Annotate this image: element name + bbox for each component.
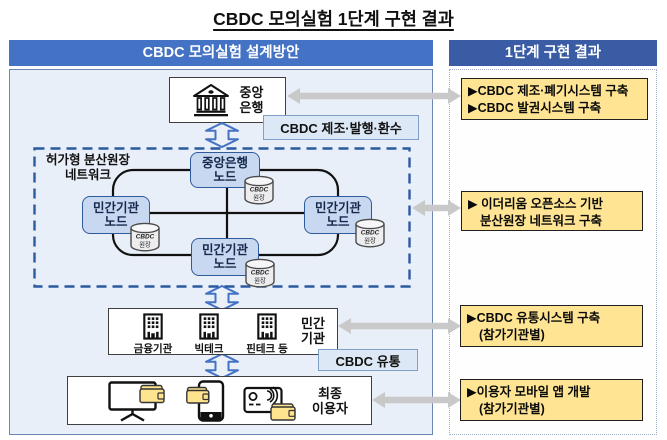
phone-wallet-icon xyxy=(186,380,228,423)
end-user-label: 최종 이용자 xyxy=(312,386,348,417)
private-sector-label: 민간 기관 xyxy=(301,316,325,347)
member-label: 금융기관 xyxy=(133,343,173,355)
end-user-box: 최종 이용자 xyxy=(67,376,372,425)
svg-text:원장: 원장 xyxy=(364,236,376,245)
svg-text:원장: 원장 xyxy=(254,276,266,285)
svg-text:원장: 원장 xyxy=(139,240,151,249)
connector-network xyxy=(412,200,461,216)
card-wallet-icon xyxy=(243,384,299,422)
ledger-cylinder-icon: CBDC 원장 xyxy=(244,175,274,205)
result-box-network: ▶ 이더리움 오픈소스 기반 분산원장 네트워크 구축 xyxy=(461,191,643,231)
building-icon xyxy=(140,313,166,340)
member-label: 빅테크 xyxy=(194,343,224,355)
central-bank-box: 중앙 은행 xyxy=(169,77,286,123)
ledger-cylinder-icon: CBDC 원장 xyxy=(355,218,385,248)
issuance-label-box: CBDC 제조·발행·환수 xyxy=(263,115,419,140)
ledger-cylinder-icon: CBDC 원장 xyxy=(245,258,275,288)
ledger-cylinder-icon: CBDC 원장 xyxy=(130,222,160,252)
left-panel-header: CBDC 모의실험 설계방안 xyxy=(9,40,433,66)
building-icon xyxy=(196,313,222,340)
network-label: 허가형 분산원장 네트워크 xyxy=(46,153,130,182)
connector-distribution xyxy=(338,318,461,334)
building-icon xyxy=(254,313,280,340)
member-label: 핀테크 등 xyxy=(246,343,288,355)
result-box-mobile-app: ▶이용자 모바일 앱 개발 (참가기관별) xyxy=(460,379,643,421)
result-box-distribution: ▶CBDC 유통시스템 구축 (참가기관별) xyxy=(460,305,643,347)
svg-text:원장: 원장 xyxy=(253,193,265,202)
central-bank-label: 중앙 은행 xyxy=(239,84,264,115)
connector-issuance xyxy=(287,88,461,104)
monitor-wallet-icon xyxy=(108,381,168,422)
bank-icon xyxy=(192,84,229,117)
right-panel-body xyxy=(449,69,657,435)
distribution-label-box: CBDC 유통 xyxy=(318,349,418,371)
updown-arrow-top xyxy=(205,122,239,148)
svg-text:CBDC: CBDC xyxy=(250,187,269,194)
result-box-issuance: ▶CBDC 제조·폐기시스템 구축 ▶CBDC 발권시스템 구축 xyxy=(461,78,648,120)
connector-enduser xyxy=(372,392,461,408)
private-sector-box: 금융기관 빅테크 xyxy=(108,308,338,355)
page-title: CBDC 모의실험 1단계 구현 결과 xyxy=(213,9,454,29)
svg-text:CBDC: CBDC xyxy=(251,270,270,277)
svg-text:CBDC: CBDC xyxy=(136,234,155,241)
svg-text:CBDC: CBDC xyxy=(361,230,380,237)
right-panel-header: 1단계 구현 결과 xyxy=(449,40,657,66)
